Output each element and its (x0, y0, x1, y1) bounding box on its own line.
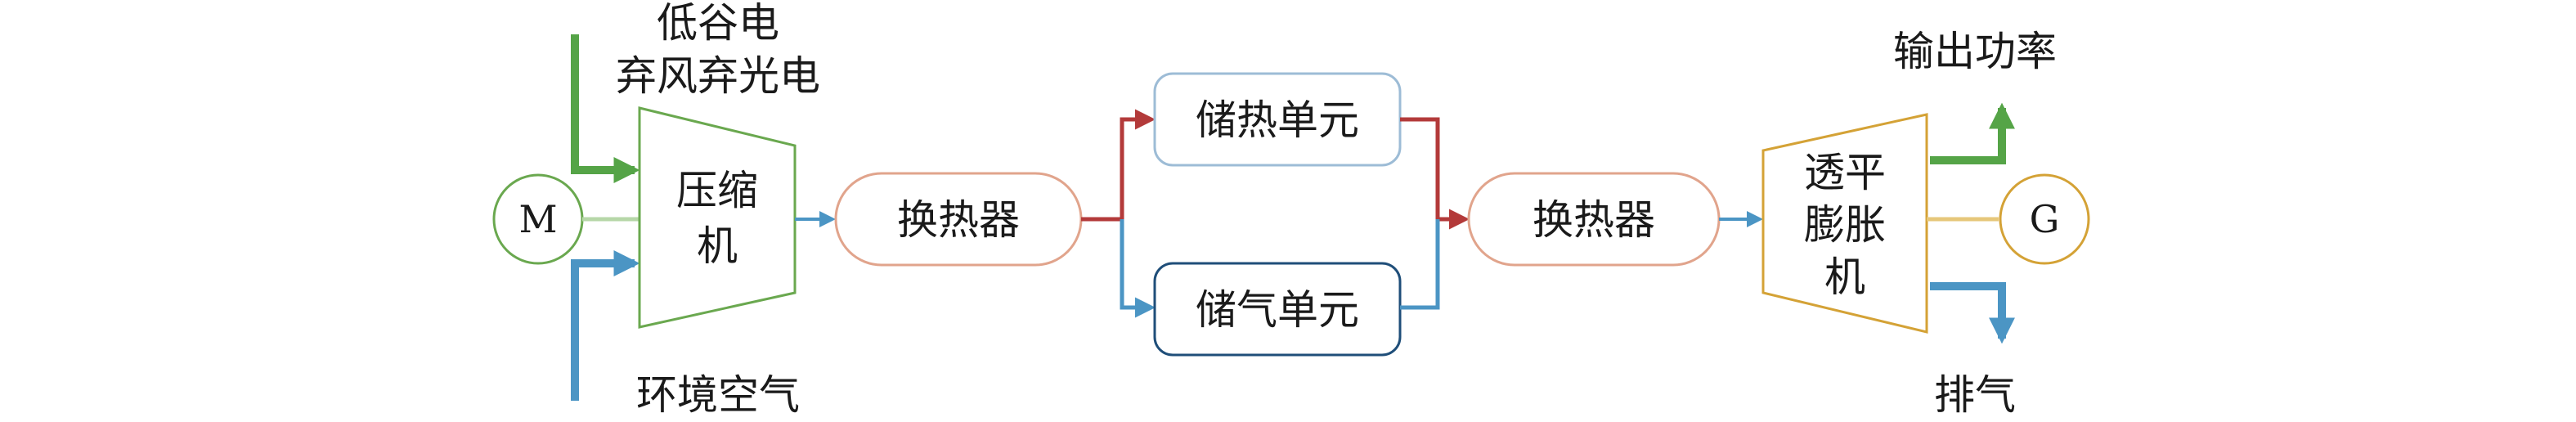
electricity-flow-line (571, 34, 640, 184)
generator-label: G (2030, 197, 2060, 241)
turbine-expander-node (1761, 113, 1928, 334)
gas-storage-label: 储气单元 (1196, 286, 1359, 334)
compressor-label-line2: 机 (697, 222, 738, 270)
label-output-power: 输出功率 (1893, 28, 2057, 75)
motor-label: M (518, 197, 557, 241)
label-low-valley-electricity: 低谷电 (657, 0, 779, 47)
output-power-line (1930, 102, 2016, 164)
heat-exchanger-2-label: 换热器 (1533, 196, 1655, 244)
air-flow-line (571, 249, 640, 401)
heat-exchanger-1-label: 换热器 (897, 196, 1020, 244)
generator-node (1999, 173, 2090, 265)
label-curtailed-wind-solar: 弃风弃光电 (616, 52, 820, 100)
heat-flow-to-storage (1081, 109, 1156, 222)
compressor-node (638, 106, 797, 329)
turbine-label-line2: 膨胀 (1804, 201, 1886, 249)
compressor-label-line1: 压缩 (676, 167, 758, 214)
turbine-label-line1: 透平 (1804, 149, 1886, 196)
air-flow-from-storage (1400, 219, 1440, 310)
turbine-label-line3: 机 (1824, 254, 1865, 301)
label-exhaust: 排气 (1934, 371, 2016, 419)
label-ambient-air: 环境空气 (636, 371, 800, 419)
exhaust-line (1930, 282, 2016, 344)
air-flow-to-storage (1120, 219, 1156, 318)
heat-flow-from-storage (1400, 117, 1470, 230)
heat-storage-label: 储热单元 (1196, 97, 1359, 144)
